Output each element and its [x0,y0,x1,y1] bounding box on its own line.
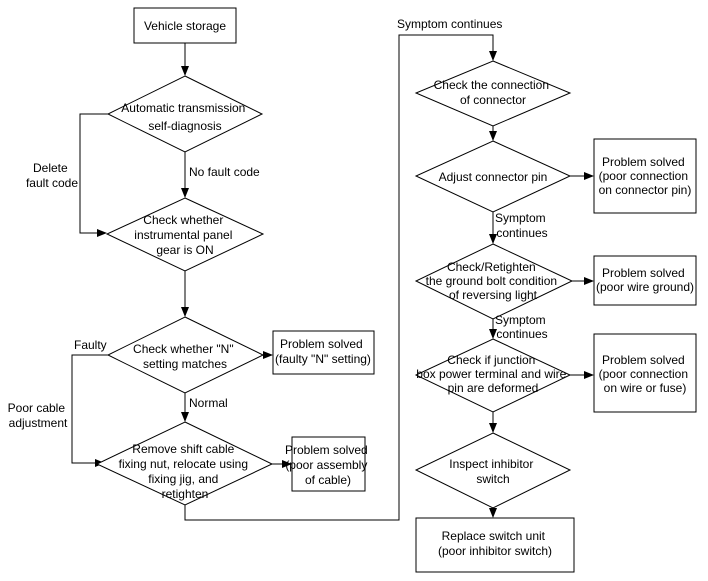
node-solved-cable: Problem solved (poor assembly of cable) [285,436,371,492]
node-solved-ground-text: Problem solved (poor wire ground) [596,266,694,294]
node-replace-switch-text: Replace switch unit (poor inhibitor swit… [438,529,552,558]
node-solved-ground: Problem solved (poor wire ground) [593,255,697,306]
label-delete-fault-code: Delete fault code [26,161,78,190]
node-check-ground-text: Check/Retighten the ground bolt conditio… [426,260,561,302]
edge-remove-to-right-column [184,34,497,521]
node-vehicle-storage-text: Vehicle storage [144,19,226,33]
edge-delete-fault-loop [79,113,108,237]
node-self-diagnosis-text: Automatic transmission self-diagnosis [121,101,248,133]
node-check-connector-text: Check the connection of connector [434,78,553,107]
label-poor-cable-adjustment: Poor cable adjustment [8,401,69,430]
node-solved-junction: Problem solved (poor connection on wire … [593,333,697,413]
node-solved-pin-text: Problem solved (poor connection on conne… [599,155,692,197]
node-inspect-inhibitor: Inspect inhibitor switch [414,432,572,509]
node-adjust-pin: Adjust connector pin [414,140,572,213]
node-vehicle-storage: Vehicle storage [133,7,237,44]
node-check-gear: Check whether instrumental panel gear is… [105,197,265,272]
node-adjust-pin-text: Adjust connector pin [439,170,548,184]
edge-labels: Delete fault code No fault code Faulty N… [8,17,549,430]
label-no-fault-code: No fault code [189,165,260,179]
node-check-connector: Check the connection of connector [414,60,572,127]
node-self-diagnosis: Automatic transmission self-diagnosis [106,75,264,153]
node-remove-shift-cable-text: Remove shift cable fixing nut, relocate … [119,442,252,501]
node-remove-shift-cable: Remove shift cable fixing nut, relocate … [95,421,274,506]
node-check-ground: Check/Retighten the ground bolt conditio… [414,243,574,320]
node-inspect-inhibitor-text: Inspect inhibitor switch [449,457,536,486]
label-faulty: Faulty [74,338,107,352]
edge-n-check-faulty-loop [71,354,108,467]
node-solved-n-setting-text: Problem solved (faulty "N" setting) [275,337,371,366]
node-check-junction-text: Check if junction box power terminal and… [416,353,569,395]
edges [71,34,594,521]
node-check-n-setting-text: Check whether "N" setting matches [133,342,237,371]
node-replace-switch: Replace switch unit (poor inhibitor swit… [415,517,575,573]
node-solved-cable-text: Problem solved (poor assembly of cable) [285,443,371,487]
node-solved-pin: Problem solved (poor connection on conne… [593,138,697,214]
node-solved-junction-text: Problem solved (poor connection on wire … [599,353,692,395]
label-symptom-continues-1: Symptom continues [495,211,549,240]
node-check-n-setting: Check whether "N" setting matches [106,316,265,394]
label-symptom-continues-2: Symptom continues [495,313,549,341]
node-check-gear-text: Check whether instrumental panel gear is… [134,213,235,257]
label-symptom-continues-top: Symptom continues [397,17,502,31]
label-normal: Normal [189,396,228,410]
node-check-junction: Check if junction box power terminal and… [414,338,572,413]
node-solved-n-setting: Problem solved (faulty "N" setting) [272,330,375,375]
